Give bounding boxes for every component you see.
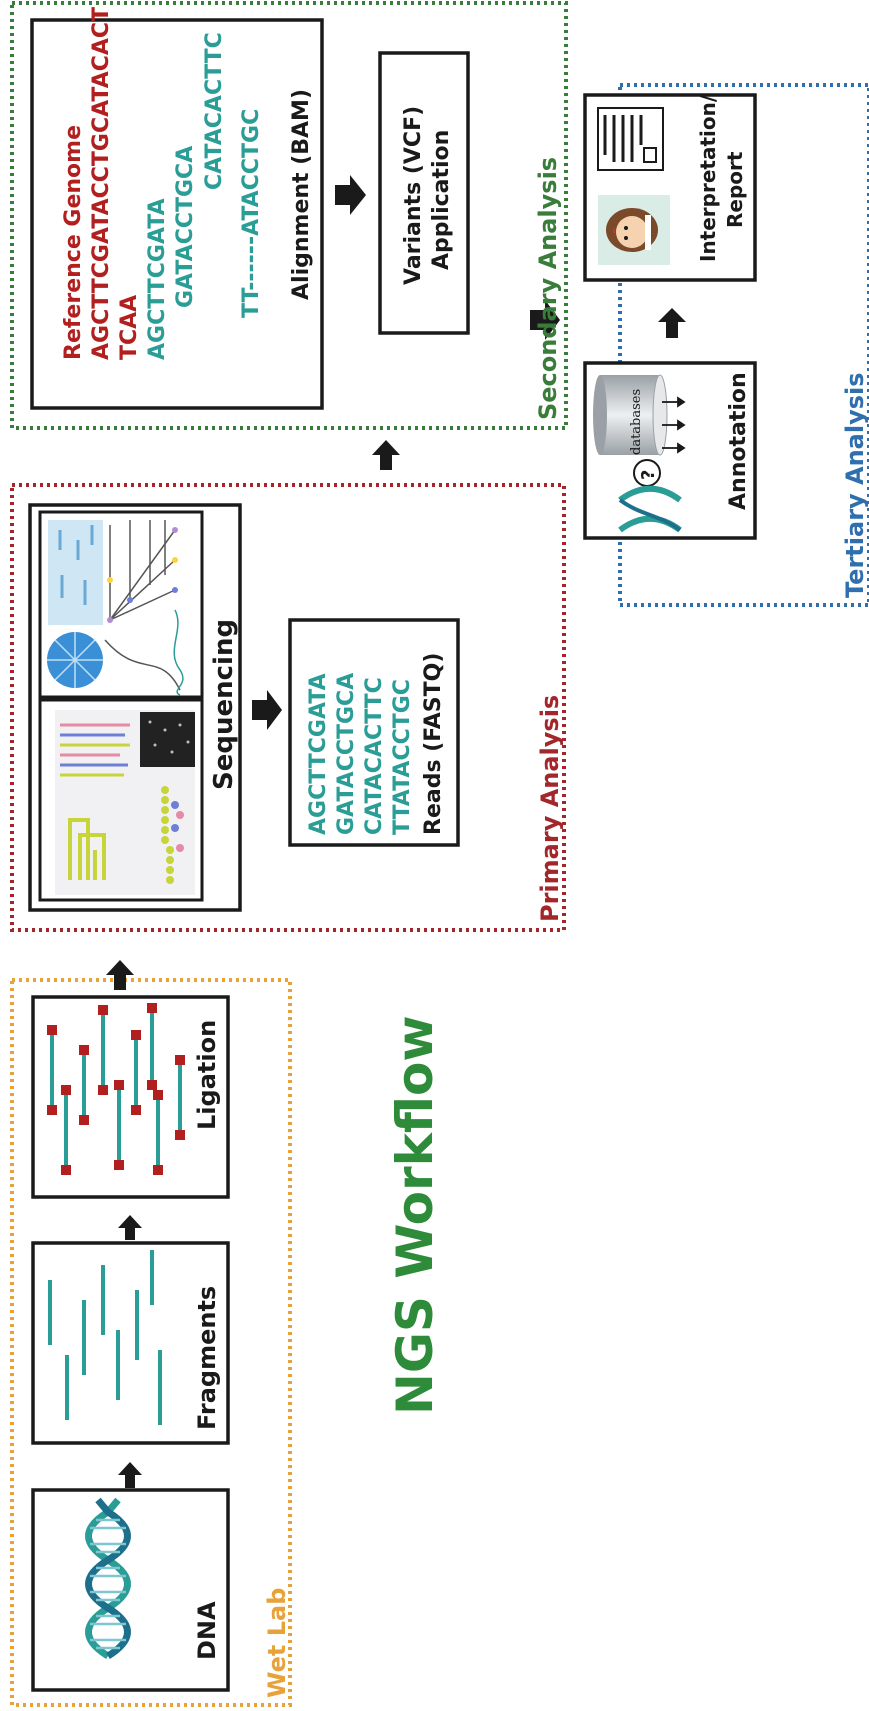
reference-sequence-line2: TCAA bbox=[117, 295, 142, 360]
dna-box bbox=[31, 1488, 230, 1692]
sequencing-flowcell-icon bbox=[47, 520, 184, 696]
arrow-alignment-to-variants bbox=[335, 175, 366, 215]
aligned-read-2: GATACCTGCA bbox=[173, 146, 198, 308]
reads-box bbox=[288, 618, 460, 847]
question-mark-label: ? bbox=[638, 470, 659, 480]
wetlab-frame bbox=[10, 978, 292, 1707]
ligation-icon bbox=[47, 1003, 185, 1175]
read-sequence-3: CATACACTTC bbox=[362, 677, 387, 835]
arrow-dna-to-fragments bbox=[118, 1462, 142, 1488]
annotation-label: Annotation bbox=[726, 372, 751, 510]
fragments-icon bbox=[48, 1250, 162, 1425]
aligned-read-4: TT------ATACCTGC bbox=[239, 109, 264, 318]
report-label-line1: Interpretation/ bbox=[696, 94, 720, 262]
report-document-icon bbox=[597, 107, 664, 171]
alignment-label: Alignment (BAM) bbox=[289, 89, 314, 300]
annotation-arrows-icon bbox=[662, 396, 686, 454]
sequencing-chemistry-icon bbox=[55, 710, 195, 895]
databases-label: databases bbox=[629, 389, 644, 455]
aligned-read-3: CATACACTTC bbox=[202, 32, 227, 190]
primary-analysis-frame bbox=[10, 483, 566, 932]
fragments-label: Fragments bbox=[193, 1286, 221, 1430]
read-sequence-4: TTATACCTGC bbox=[390, 679, 415, 835]
arrow-sequencing-to-reads bbox=[252, 690, 282, 730]
read-sequence-2: GATACCTGCA bbox=[334, 673, 359, 835]
reference-sequence-line1: AGCTTCGATACCTGCATACACT bbox=[89, 7, 114, 360]
doctor-avatar-icon bbox=[598, 195, 670, 265]
secondary-analysis-label: Secondary Analysis bbox=[534, 157, 562, 420]
sequencing-label: Sequencing bbox=[209, 619, 239, 790]
annotation-dna-icon bbox=[618, 485, 682, 533]
read-sequence-1: AGCTTCGATA bbox=[306, 673, 331, 835]
database-cylinder-icon bbox=[593, 374, 668, 456]
alignment-box bbox=[30, 18, 324, 410]
wetlab-label: Wet Lab bbox=[263, 1588, 291, 1698]
secondary-analysis-frame bbox=[10, 1, 568, 430]
ligation-label: Ligation bbox=[193, 1020, 221, 1130]
reads-label: Reads (FASTQ) bbox=[421, 653, 446, 835]
dna-helix-icon bbox=[85, 1497, 131, 1659]
variants-label-line2: Application bbox=[429, 130, 454, 270]
report-label-line2: Report bbox=[723, 151, 747, 228]
variants-box bbox=[378, 51, 470, 335]
flow-arrows bbox=[106, 175, 686, 1488]
aligned-read-1: AGCTTCGATA bbox=[145, 198, 170, 360]
arrow-annotation-to-report bbox=[658, 308, 686, 338]
arrow-secondary-to-tertiary bbox=[530, 300, 560, 340]
page-title: NGS Workflow bbox=[386, 1015, 444, 1415]
arrow-ligation-to-sequencing bbox=[106, 960, 134, 990]
arrow-fragments-to-ligation bbox=[118, 1215, 142, 1240]
reference-genome-label: Reference Genome bbox=[61, 125, 86, 360]
variants-label-line1: Variants (VCF) bbox=[401, 106, 426, 285]
primary-analysis-label: Primary Analysis bbox=[536, 695, 564, 922]
arrow-primary-to-secondary bbox=[372, 440, 400, 470]
dna-label: DNA bbox=[193, 1601, 221, 1660]
tertiary-analysis-label: Tertiary Analysis bbox=[841, 372, 869, 598]
